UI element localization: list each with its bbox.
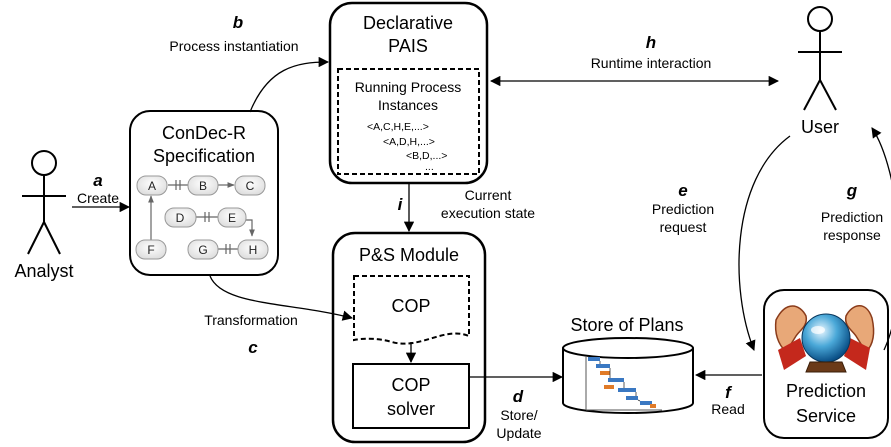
condec-title-line1: ConDec-R xyxy=(162,123,246,143)
user-actor: User xyxy=(798,6,842,137)
instance-trace-3: <B,D,...> xyxy=(406,150,447,162)
store-title: Store of Plans xyxy=(570,315,683,335)
user-label: User xyxy=(801,117,839,137)
condec-spec-box: ConDec-R Specification A B C D xyxy=(129,110,279,276)
analyst-label: Analyst xyxy=(14,261,73,281)
step-g-label-line1: Prediction xyxy=(821,209,883,225)
cop-solver-line2: solver xyxy=(387,399,435,419)
prediction-service-box: Prediction Service xyxy=(763,289,889,439)
crystal-ball-icon xyxy=(774,305,875,373)
pais-title-line1: Declarative xyxy=(363,13,453,33)
ps-module-box: P&S Module COP COP solver xyxy=(331,231,487,444)
declarative-pais-box: Declarative PAIS Running Process Instanc… xyxy=(328,1,489,185)
store-cylinder-body xyxy=(562,348,694,414)
step-e-letter: e xyxy=(678,181,687,200)
step-i-letter: i xyxy=(398,195,404,214)
condec-node-h: H xyxy=(237,239,269,260)
running-instances-box xyxy=(337,68,480,175)
condec-node-f: F xyxy=(135,239,167,260)
pais-title-line2: PAIS xyxy=(388,36,428,56)
condec-title-line2: Specification xyxy=(153,146,255,166)
ps-module-title: P&S Module xyxy=(359,245,459,265)
instance-trace-1: <A,C,H,E,...> xyxy=(367,121,429,133)
condec-node-g: G xyxy=(187,239,219,260)
step-g-label-line2: response xyxy=(823,227,881,243)
instance-trace-more: ... xyxy=(425,161,434,173)
user-head xyxy=(807,6,833,32)
condec-node-a: A xyxy=(136,175,168,196)
arrow-transformation xyxy=(209,275,354,321)
analyst-actor: Analyst xyxy=(14,150,74,281)
step-g-letter: g xyxy=(846,181,858,200)
prediction-title-line2: Service xyxy=(796,406,856,426)
prediction-title-line1: Prediction xyxy=(786,381,866,401)
running-title-line1: Running Process xyxy=(355,79,462,95)
step-a-label: Create xyxy=(77,190,119,206)
condec-node-d-label: D xyxy=(176,211,185,225)
step-e-label-line1: Prediction xyxy=(652,201,714,217)
step-d-letter: d xyxy=(513,387,524,406)
arrow-prediction-response xyxy=(871,127,891,351)
condec-node-b: B xyxy=(187,175,219,196)
condec-node-g-label: G xyxy=(198,243,207,257)
condec-node-h-label: H xyxy=(249,243,258,257)
condec-node-f-label: F xyxy=(147,243,154,257)
cop-solver-line1: COP xyxy=(391,375,430,395)
cop-document-shape xyxy=(353,275,470,345)
arrow-instantiation xyxy=(249,56,330,113)
step-h-letter: h xyxy=(646,33,656,52)
gantt-plan-image xyxy=(585,356,662,411)
cop-solver-box xyxy=(352,363,470,429)
step-f-label: Read xyxy=(711,401,744,417)
store-cylinder-top xyxy=(562,337,694,359)
condec-node-c-label: C xyxy=(246,179,255,193)
step-b-letter: b xyxy=(233,13,243,32)
analyst-head xyxy=(31,150,57,176)
step-i-label-line2: execution state xyxy=(441,205,535,221)
condec-node-b-label: B xyxy=(199,179,207,193)
instance-trace-2: <A,D,H,...> xyxy=(383,136,435,148)
step-i-label-line1: Current xyxy=(465,187,512,203)
cop-label: COP xyxy=(391,296,430,316)
step-c-letter: c xyxy=(248,338,258,357)
store-of-plans: Store of Plans xyxy=(562,315,694,414)
step-a-letter: a xyxy=(93,171,102,190)
arrow-prediction-request xyxy=(738,135,791,351)
step-b-label: Process instantiation xyxy=(169,38,298,54)
running-title-line2: Instances xyxy=(378,97,438,113)
step-d-label-line2: Update xyxy=(496,425,541,441)
condec-node-a-label: A xyxy=(148,179,156,193)
condec-node-e-label: E xyxy=(228,211,236,225)
condec-node-c: C xyxy=(234,175,266,196)
step-c-label: Transformation xyxy=(204,312,298,328)
step-f-letter: f xyxy=(725,383,733,402)
condec-node-e: E xyxy=(217,207,247,228)
step-h-label: Runtime interaction xyxy=(591,55,712,71)
condec-node-d: D xyxy=(164,207,197,228)
step-e-label-line2: request xyxy=(660,219,707,235)
step-d-label-line1: Store/ xyxy=(500,407,537,423)
